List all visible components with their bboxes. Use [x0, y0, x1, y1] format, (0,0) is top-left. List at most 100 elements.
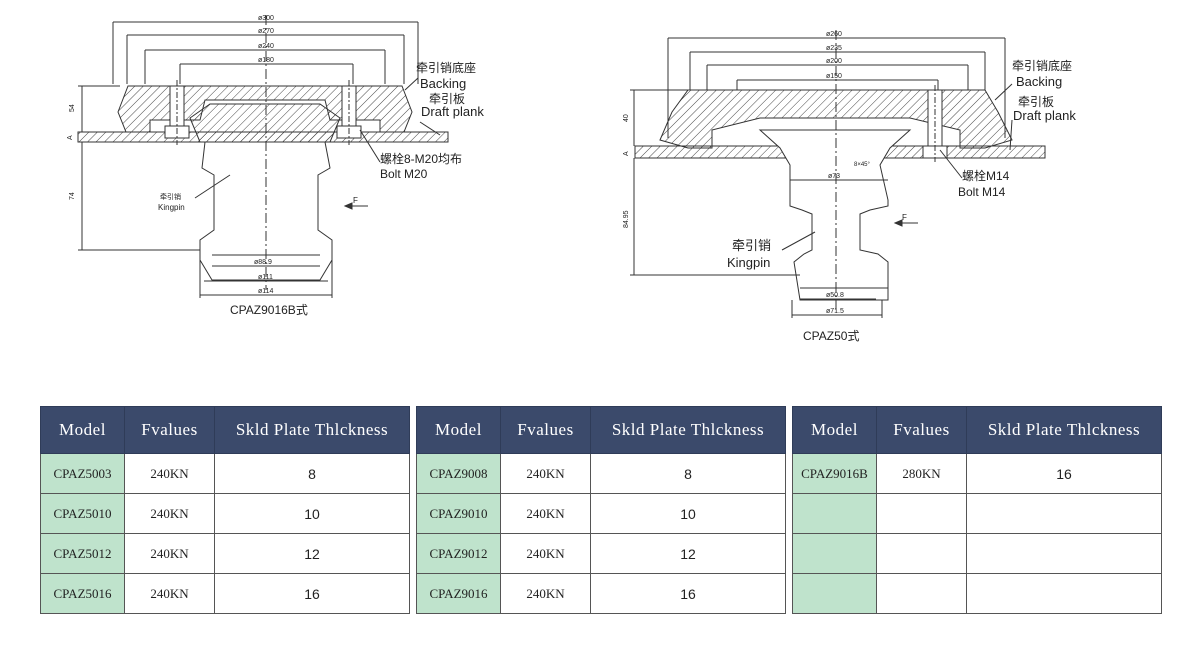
bolt-cn-label: 螺栓M14	[962, 168, 1010, 183]
header-thickness: Skld Plate Thlckness	[214, 406, 410, 454]
fvalue-cell: 240KN	[500, 573, 591, 614]
backing-cn-label: 牵引销底座	[1012, 58, 1072, 73]
drawing-cpaz50	[630, 30, 1046, 318]
table-header-row: Model Fvalues Skld Plate Thlckness	[792, 406, 1162, 454]
fvalue-cell	[876, 493, 967, 534]
header-model: Model	[40, 406, 125, 454]
backing-en-label: Backing	[1016, 74, 1062, 89]
dim-left-lower: 84.95	[623, 210, 630, 228]
fvalue-cell: 240KN	[124, 573, 215, 614]
table-row: CPAZ9010 240KN 10	[416, 493, 786, 534]
bolt-cn-label: 螺栓8-M20均布	[380, 151, 462, 166]
table-row: CPAZ9008 240KN 8	[416, 453, 786, 494]
kingpin-en-label: Kingpin	[158, 203, 185, 212]
table-row	[792, 573, 1162, 614]
model-cell: CPAZ5003	[40, 453, 125, 494]
fvalue-cell: 240KN	[124, 453, 215, 494]
thickness-cell: 10	[590, 493, 786, 534]
spec-table-3: Model Fvalues Skld Plate Thlckness CPAZ9…	[792, 406, 1162, 614]
backing-cn-label: 牵引销底座	[416, 60, 476, 75]
thickness-cell	[966, 573, 1162, 614]
dim-small: 8×45°	[854, 162, 871, 168]
dim-top-1: ø260	[826, 31, 842, 38]
model-cell	[792, 493, 877, 534]
bolt-en-label: Bolt M14	[958, 185, 1006, 199]
header-fvalues: Fvalues	[500, 406, 591, 454]
model-cell: CPAZ5012	[40, 533, 125, 574]
fvalue-cell: 240KN	[500, 453, 591, 494]
header-thickness: Skld Plate Thlckness	[590, 406, 786, 454]
spec-table-2: Model Fvalues Skld Plate Thlckness CPAZ9…	[416, 406, 786, 614]
caption-left: CPAZ9016B式	[230, 303, 308, 317]
datum-label: A	[623, 151, 630, 156]
header-fvalues: Fvalues	[124, 406, 215, 454]
plank-cn-label: 牵引板	[1018, 95, 1054, 109]
plank-en-label: Draft plank	[421, 104, 484, 119]
dim-bottom-3: ø114	[258, 288, 274, 295]
dim-top-3: ø200	[826, 58, 842, 65]
header-fvalues: Fvalues	[876, 406, 967, 454]
fvalue-cell: 280KN	[876, 453, 967, 494]
bolt-en-label: Bolt M20	[380, 167, 428, 181]
model-cell: CPAZ9016	[416, 573, 501, 614]
model-cell: CPAZ9012	[416, 533, 501, 574]
header-thickness: Skld Plate Thlckness	[966, 406, 1162, 454]
fvalue-cell: 240KN	[500, 493, 591, 534]
dim-bottom-1: ø88.9	[254, 259, 272, 266]
table-row: CPAZ9016 240KN 16	[416, 573, 786, 614]
dim-left-lower: 74	[69, 192, 76, 200]
thickness-cell: 12	[590, 533, 786, 574]
caption-right: CPAZ50式	[803, 329, 859, 343]
drawing-cpaz9016b	[77, 15, 449, 298]
kingpin-en-label: Kingpin	[727, 255, 770, 270]
plank-cn-label: 牵引板	[429, 92, 465, 106]
table-header-row: Model Fvalues Skld Plate Thlckness	[416, 406, 786, 454]
table-row	[792, 493, 1162, 534]
thickness-cell: 8	[590, 453, 786, 494]
thickness-cell	[966, 533, 1162, 574]
model-cell: CPAZ9008	[416, 453, 501, 494]
plank-en-label: Draft plank	[1013, 108, 1076, 123]
table-row: CPAZ9016B 280KN 16	[792, 453, 1162, 494]
technical-drawings: ø300 ø270 ø240 ø180 54 74 A ø88.9 ø111 ø…	[67, 15, 1076, 343]
fvalue-cell: 240KN	[124, 493, 215, 534]
fvalue-cell: 240KN	[124, 533, 215, 574]
fvalue-cell	[876, 533, 967, 574]
model-cell	[792, 573, 877, 614]
dim-bottom-2: ø71.5	[826, 308, 844, 315]
fvalue-cell	[876, 573, 967, 614]
dim-top-3: ø240	[258, 43, 274, 50]
fvalue-cell: 240KN	[500, 533, 591, 574]
thickness-cell: 8	[214, 453, 410, 494]
kingpin-cn-label: 牵引销	[160, 192, 181, 201]
dim-left-upper: 40	[623, 114, 630, 122]
dim-left-upper: 54	[69, 104, 76, 112]
table-row: CPAZ9012 240KN 12	[416, 533, 786, 574]
dim-top-2: ø235	[826, 45, 842, 52]
backing-en-label: Backing	[420, 76, 466, 91]
model-cell: CPAZ9016B	[792, 453, 877, 494]
dim-bottom-1: ø50.8	[826, 292, 844, 299]
table-row: CPAZ5003 240KN 8	[40, 453, 410, 494]
dim-bottom-2: ø111	[258, 274, 273, 281]
dim-mid: ø73	[828, 173, 840, 180]
table-row: CPAZ5016 240KN 16	[40, 573, 410, 614]
header-model: Model	[416, 406, 501, 454]
thickness-cell: 12	[214, 533, 410, 574]
force-label: F	[353, 196, 358, 205]
thickness-cell	[966, 493, 1162, 534]
model-cell: CPAZ5016	[40, 573, 125, 614]
dim-top-2: ø270	[258, 28, 274, 35]
dim-top-1: ø300	[258, 15, 274, 22]
table-row: CPAZ5010 240KN 10	[40, 493, 410, 534]
spec-table-1: Model Fvalues Skld Plate Thlckness CPAZ5…	[40, 406, 410, 614]
thickness-cell: 16	[590, 573, 786, 614]
model-cell	[792, 533, 877, 574]
table-row: CPAZ5012 240KN 12	[40, 533, 410, 574]
thickness-cell: 16	[966, 453, 1162, 494]
kingpin-cn-label: 牵引销	[732, 238, 771, 253]
dim-top-4: ø150	[826, 73, 842, 80]
table-row	[792, 533, 1162, 574]
header-model: Model	[792, 406, 877, 454]
force-label: F	[902, 213, 907, 222]
